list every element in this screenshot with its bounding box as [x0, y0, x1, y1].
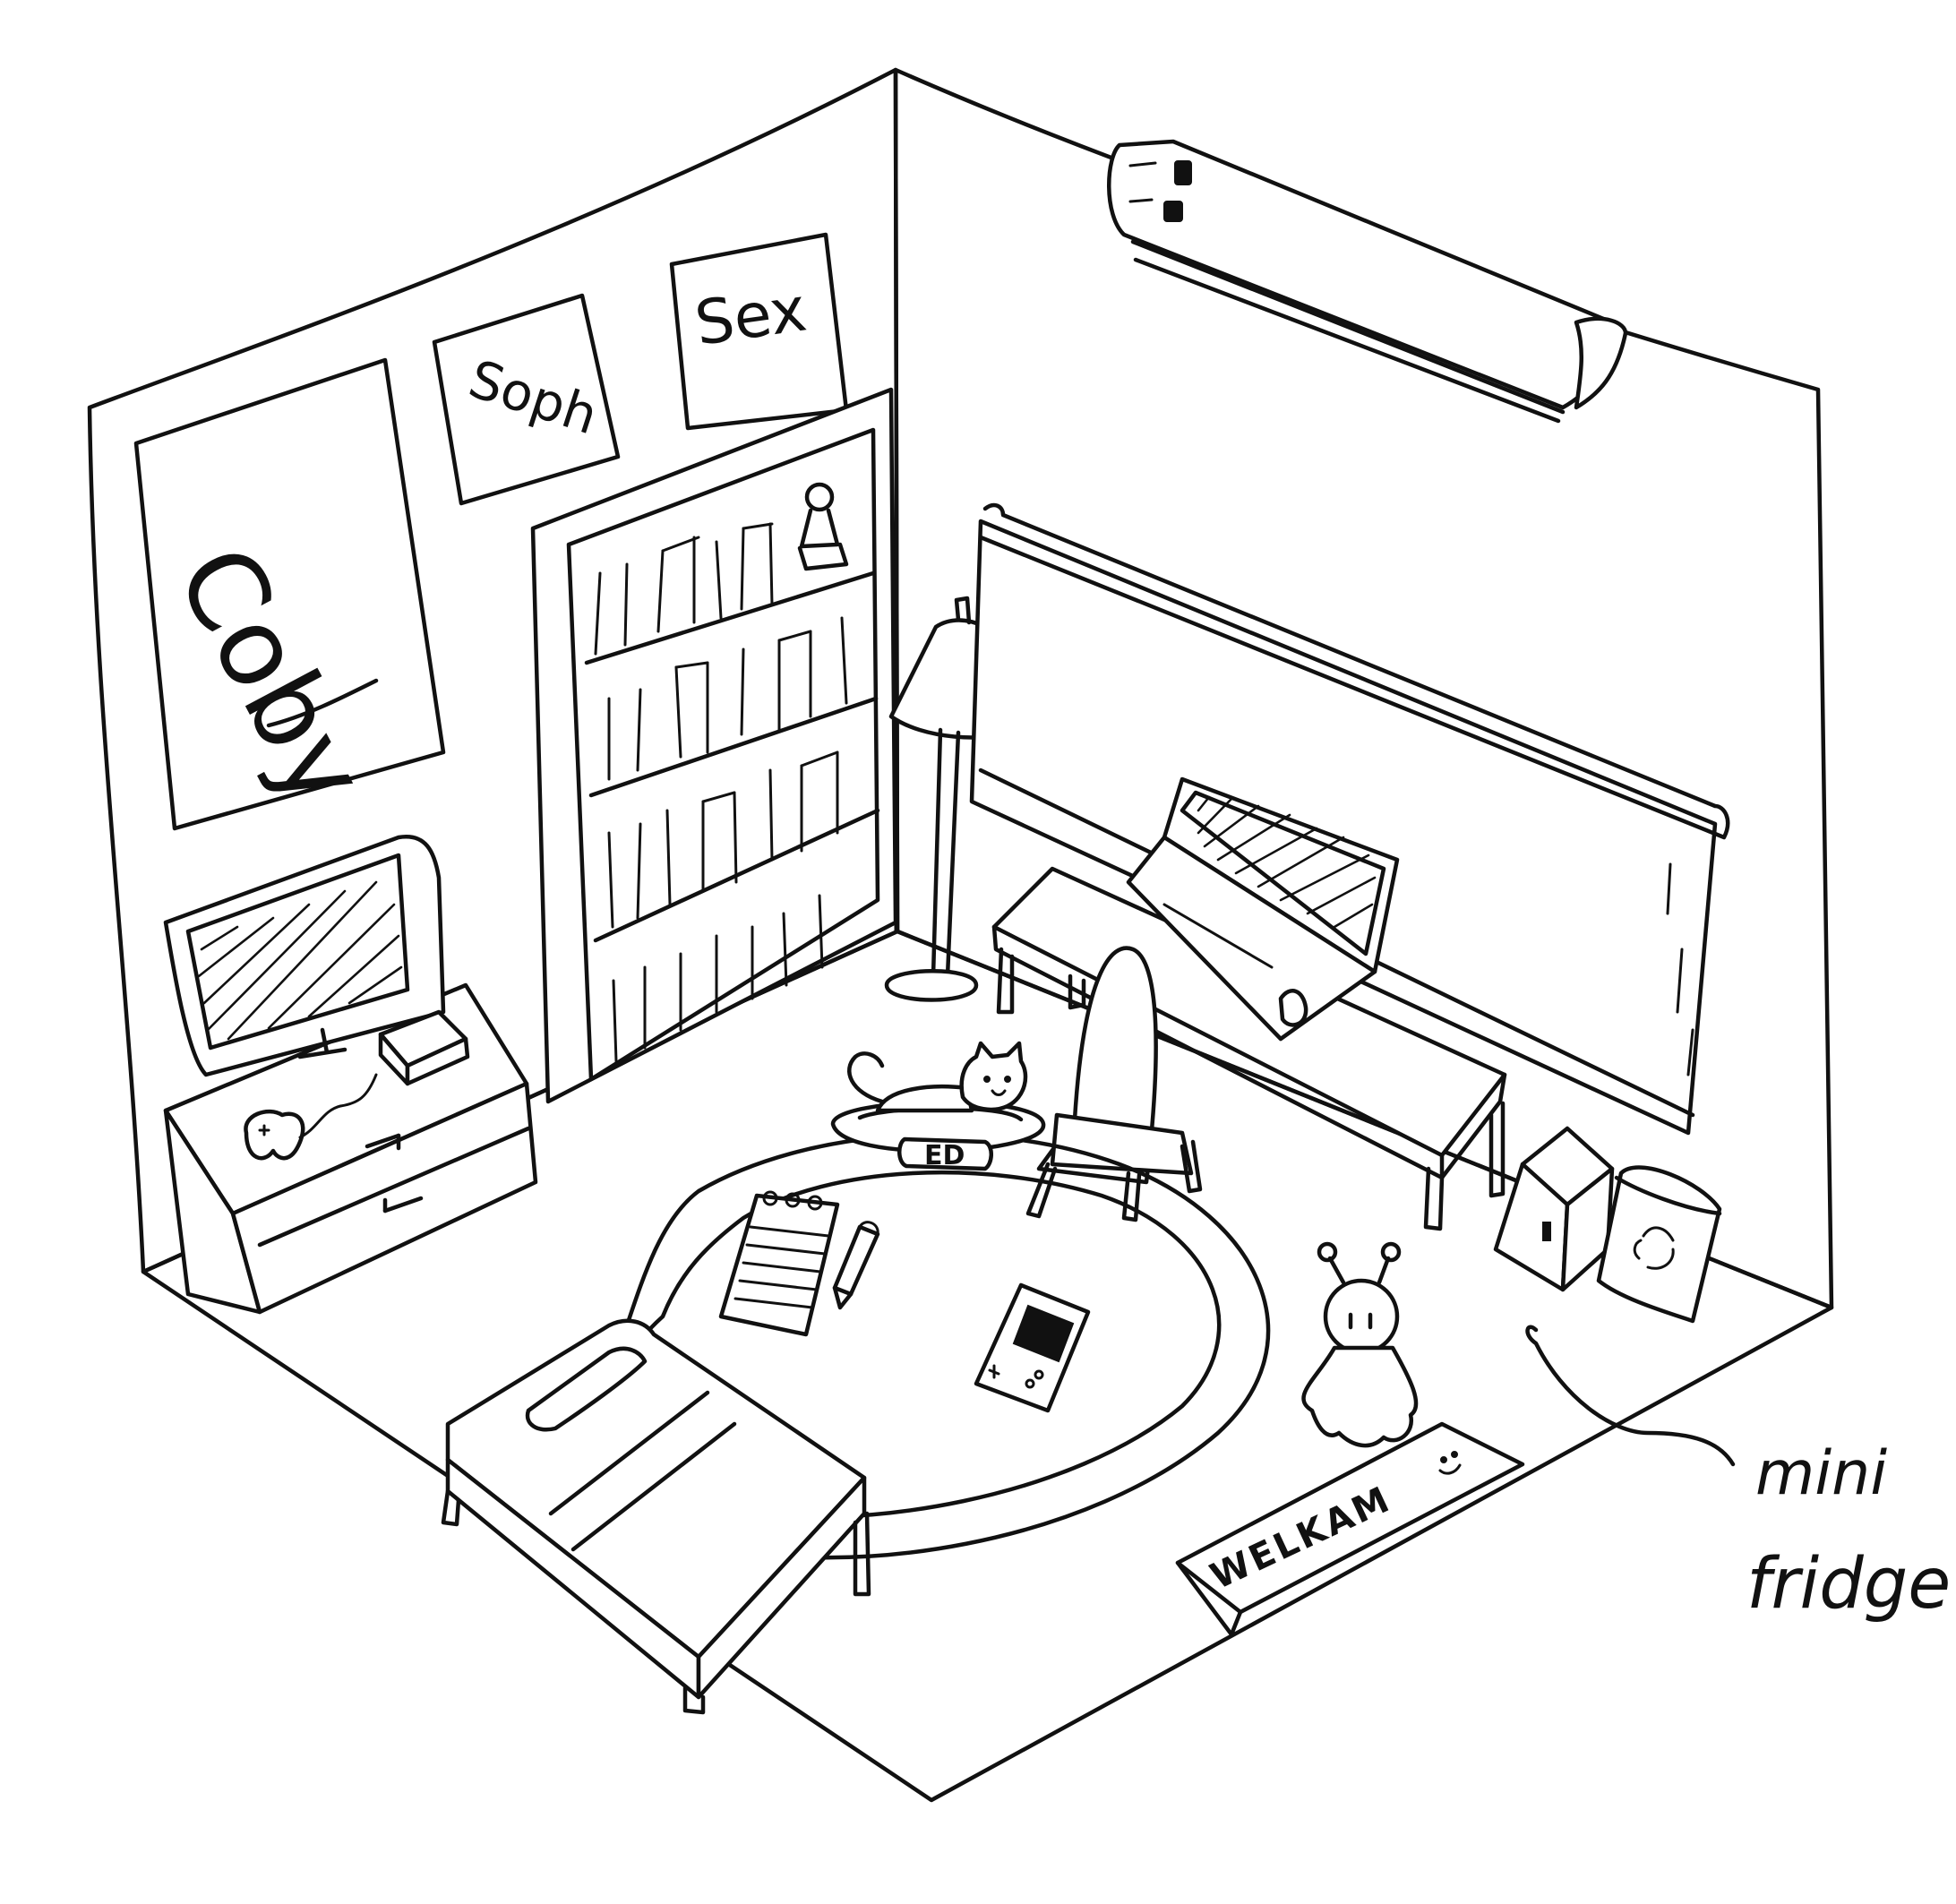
laptop: [1126, 776, 1400, 1042]
mini-fridge: [1493, 1126, 1615, 1292]
handheld-console: [974, 1282, 1091, 1413]
poster-sex-text: Sex: [691, 274, 811, 359]
poster-coby: Coby: [133, 357, 446, 831]
tv-monitor: [163, 834, 446, 1077]
tv-screen-hatch: [197, 880, 403, 1041]
game-controller-icon: [244, 1073, 378, 1161]
mini-fridge-callout: mini fridge: [1525, 1325, 1951, 1625]
welcome-mat: WELKAM: [1175, 1421, 1525, 1637]
poster-soph-text: Soph: [462, 348, 605, 447]
poster-soph: Soph: [432, 293, 621, 506]
bed: [441, 1318, 871, 1715]
recycle-icon: [1633, 1226, 1675, 1270]
notepad: [718, 1190, 840, 1337]
recycling-bin: [1596, 1165, 1722, 1324]
poster-coby-text: Coby: [151, 527, 390, 826]
game-console: [378, 1009, 470, 1086]
air-conditioner: [1107, 139, 1628, 424]
callout-line-1: mini: [1755, 1438, 1887, 1509]
cat: [847, 1041, 1028, 1113]
poster-sex: Sex: [669, 232, 849, 431]
desk: [991, 866, 1507, 1231]
alien-plush: [1301, 1241, 1419, 1448]
pencil: [832, 1221, 880, 1310]
laptop-screen-hatch: [1197, 795, 1377, 929]
cat-bed-label: ED: [924, 1140, 965, 1171]
callout-line-2: fridge: [1746, 1544, 1951, 1625]
callout-leader-line: [1525, 1325, 1736, 1467]
bookshelf: [530, 387, 898, 1104]
cat-bed: ED: [830, 1100, 1046, 1171]
computer-mouse: [1278, 989, 1308, 1027]
window: [969, 502, 1730, 1136]
desk-chair: [1025, 946, 1203, 1222]
